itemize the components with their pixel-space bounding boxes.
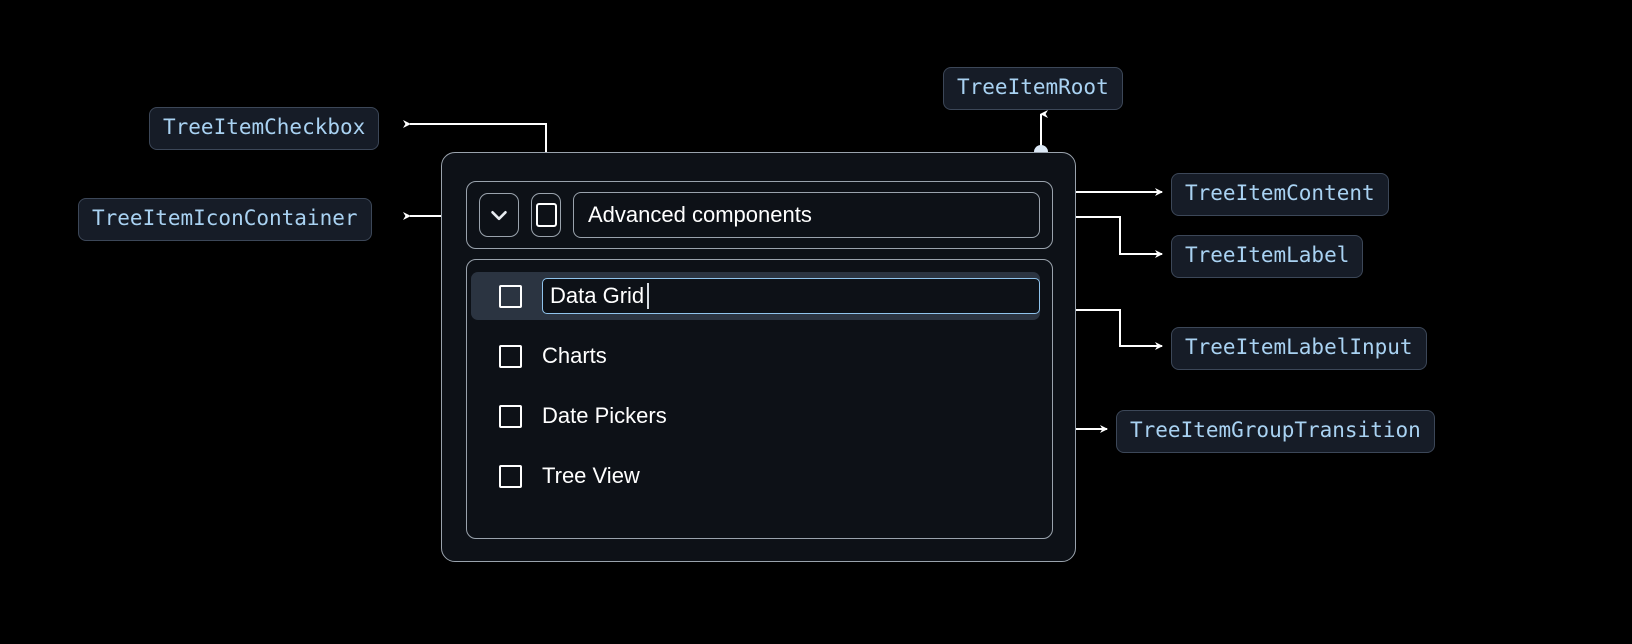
tree-item-root: Advanced components Data Grid Charts Dat… xyxy=(441,152,1076,562)
tree-item-icon-container[interactable] xyxy=(479,193,519,237)
annotation-tree-item-label-input: TreeItemLabelInput xyxy=(1171,327,1427,370)
tree-row-data-grid[interactable]: Data Grid xyxy=(471,272,1040,320)
tree-item-label-input[interactable]: Data Grid xyxy=(542,278,1040,314)
tree-item-label-text: Date Pickers xyxy=(542,403,667,428)
tree-item-group-transition: Data Grid Charts Date Pickers Tree View xyxy=(466,259,1053,539)
chevron-down-icon xyxy=(486,202,512,228)
annotation-tree-item-checkbox: TreeItemCheckbox xyxy=(149,107,380,150)
text-caret xyxy=(647,283,649,309)
annotation-tree-item-group-transition: TreeItemGroupTransition xyxy=(1116,410,1435,453)
tree-item-label-text: Charts xyxy=(542,343,607,368)
tree-item-label-text: Tree View xyxy=(542,463,640,488)
tree-item-checkbox[interactable] xyxy=(531,193,561,237)
label-input-value: Data Grid xyxy=(550,283,645,308)
annotation-tree-item-root: TreeItemRoot xyxy=(943,67,1123,110)
annotation-tree-item-label: TreeItemLabel xyxy=(1171,235,1364,278)
checkbox-square-icon[interactable] xyxy=(499,284,522,308)
checkbox-square-icon[interactable] xyxy=(499,404,522,428)
tree-item-content[interactable]: Advanced components xyxy=(466,181,1053,249)
tree-row-charts[interactable]: Charts xyxy=(467,332,1052,380)
checkbox-square-icon[interactable] xyxy=(499,344,522,368)
checkbox-square-icon xyxy=(535,203,557,227)
checkbox-square-icon[interactable] xyxy=(499,464,522,488)
annotation-tree-item-icon-container: TreeItemIconContainer xyxy=(78,198,372,241)
tree-item-label-text: Advanced components xyxy=(588,202,812,227)
tree-row-date-pickers[interactable]: Date Pickers xyxy=(467,392,1052,440)
tree-item-label[interactable]: Advanced components xyxy=(573,192,1040,238)
tree-row-tree-view[interactable]: Tree View xyxy=(467,452,1052,500)
annotation-tree-item-content: TreeItemContent xyxy=(1171,173,1389,216)
